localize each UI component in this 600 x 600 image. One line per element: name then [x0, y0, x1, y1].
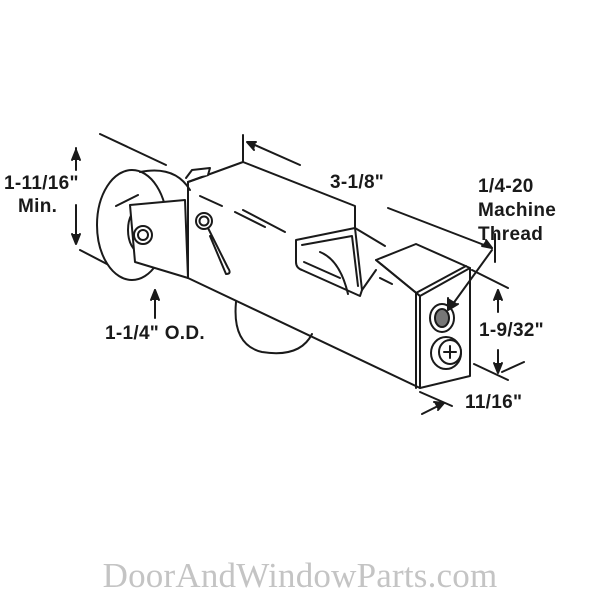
adjustment-slot	[195, 212, 231, 275]
height-min-qualifier: Min.	[18, 196, 58, 217]
end-block	[375, 243, 471, 389]
wheel-od-label: 1-1/4" O.D.	[105, 323, 205, 344]
height-min-label: 1-11/16"	[4, 173, 79, 194]
thread-size-label: 1/4-20	[478, 176, 534, 197]
watermark: DoorAndWindowParts.com	[102, 556, 498, 595]
end-height-dimension-lines	[471, 269, 525, 381]
end-width-dimension-lines	[419, 391, 453, 415]
roller-wheel-lower	[234, 301, 313, 355]
phillips-screw	[430, 336, 462, 370]
length-label: 3-1/8"	[330, 172, 385, 193]
length-dimension-lines	[242, 134, 496, 263]
thread-machine-label: Machine	[478, 200, 557, 221]
end-width-label: 11/16"	[465, 392, 523, 413]
thread-leader-line	[447, 249, 493, 311]
wheel-od-arrow	[150, 289, 160, 319]
thread-thread-label: Thread	[478, 224, 544, 245]
housing-body	[185, 161, 421, 389]
end-height-label: 1-9/32"	[479, 320, 544, 341]
